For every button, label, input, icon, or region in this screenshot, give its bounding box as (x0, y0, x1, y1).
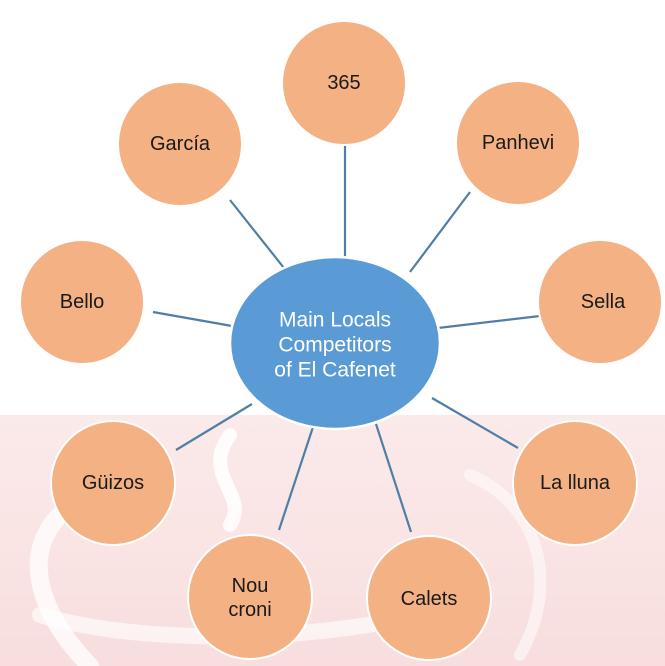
connectors (152, 140, 541, 533)
node-365 (281, 20, 407, 146)
node-label-garcia: García (149, 133, 211, 155)
connector-sella (437, 314, 541, 330)
node-label-panhevi: Panhevi (481, 132, 555, 154)
node-label-365: 365 (327, 72, 361, 94)
connector-garcia (229, 199, 285, 269)
center-hub-label: Main Locals Competitors of El Cafenet (274, 308, 396, 382)
competitor-nodes (19, 20, 663, 661)
node-label-la-lluna: La lluna (539, 472, 611, 494)
node-label-guizos: Güizos (81, 472, 145, 494)
node-bello (19, 239, 145, 365)
node-label-bello: Bello (59, 291, 105, 313)
connector-la-lluna (431, 397, 519, 449)
connector-calets (374, 423, 413, 533)
connector-nou-croni (277, 423, 316, 531)
node-la-lluna (512, 420, 638, 546)
node-guizos (50, 420, 176, 546)
connector-panhevi (409, 191, 471, 273)
connector-bello (152, 310, 233, 328)
connector-guizos (175, 403, 253, 451)
node-sella (537, 239, 663, 365)
node-calets (366, 535, 492, 661)
node-panhevi (455, 80, 581, 206)
node-label-sella: Sella (580, 291, 626, 313)
node-nou-croni (187, 534, 313, 660)
node-garcia (117, 81, 243, 207)
node-label-calets: Calets (400, 588, 458, 610)
node-label-nou-croni: Nou croni (228, 575, 272, 621)
center-hub (228, 255, 442, 431)
